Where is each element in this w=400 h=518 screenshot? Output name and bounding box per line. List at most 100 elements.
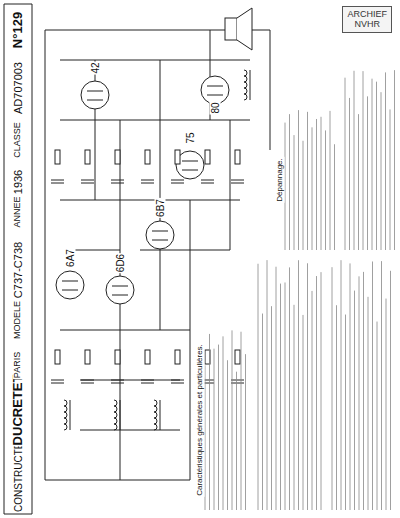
wire [230,120,231,250]
section-heading: Dépannage. [276,157,285,203]
tube-grid [182,161,198,162]
tube-symbol [56,271,84,299]
section-heading: Caractéristiques générales et particuliè… [196,343,205,497]
text-line [294,135,295,250]
text-line [285,282,286,510]
coil-core [70,400,71,430]
capacitor-plate [201,180,214,181]
class-code: AD707003 [12,61,24,115]
tube-symbol [146,221,174,249]
text-line [372,79,373,250]
wire [60,200,240,201]
coil [244,70,247,76]
tube-plate [152,240,168,241]
text-line [262,314,263,510]
capacitor-plate [141,383,154,384]
coil [244,76,247,82]
tube-symbol [81,81,109,109]
header-field: PARIS [13,351,23,379]
tube-plate [112,295,128,296]
tube-symbol [201,76,229,104]
capacitor-plate [111,183,124,184]
wire [45,480,190,481]
tube-symbol [176,151,204,179]
resistor-symbol [85,350,90,364]
resistor-symbol [235,150,240,164]
text-line [390,271,391,510]
wire [60,330,190,331]
text-line [276,267,277,510]
text-line [368,297,369,510]
text-line [345,78,346,250]
capacitor-plate [141,180,154,181]
text-line [227,360,228,510]
stamp-text: NVHR [347,19,387,29]
text-line [394,70,395,250]
capacitor-plate [111,180,124,181]
resistor-symbol [145,350,150,364]
tube-label: 6A7 [65,248,76,268]
text-line [303,315,304,510]
resistor-symbol [115,350,120,364]
capacitor-plate [141,183,154,184]
coil [114,400,117,406]
text-line [316,276,317,510]
tube-grid [207,86,223,87]
text-line [298,260,299,510]
capacitor-plate [111,380,124,381]
capacitor-plate [171,183,184,184]
text-line [359,276,360,510]
text-line [363,71,364,250]
capacitor-plate [231,383,244,384]
speaker-cone [237,8,252,50]
capacitor-plate [81,183,94,184]
text-line [312,291,313,510]
text-line [218,345,219,510]
model-number: C737-C738 [12,241,24,299]
text-line [307,263,308,510]
wire [190,200,191,480]
header-rule [4,514,32,515]
header-rule [4,4,32,5]
stamp-text: ARCHIEF [347,9,387,19]
coil [114,412,117,418]
header-rule [4,4,5,514]
tube-label: 6D6 [115,253,126,273]
capacitor-plate [231,380,244,381]
tube-label: 42 [90,61,101,74]
text-line [354,71,355,250]
text-line [345,315,346,510]
capacitor-plate [111,383,124,384]
tube-plate [182,170,198,171]
coil [64,412,67,418]
text-line [321,117,322,250]
text-line [289,114,290,250]
text-line [205,365,206,510]
capacitor-plate [231,180,244,181]
text-line [372,261,373,510]
text-line [271,306,272,510]
text-line [214,349,215,510]
year: 1936 [12,169,24,195]
text-line [285,123,286,250]
text-line [245,354,246,510]
speaker-symbol [225,18,237,40]
text-line [350,263,351,510]
resistor-symbol [205,150,210,164]
capacitor-plate [51,180,64,181]
text-columns [205,70,395,510]
text-line [303,141,304,250]
resistor-symbol [55,150,60,164]
sheet-number: N°129 [11,11,25,49]
coil [244,94,247,100]
wire [160,60,161,330]
tube-label: 6B7 [155,198,166,218]
coil [154,424,157,430]
tube-plate [207,95,223,96]
resistor-symbol [55,350,60,364]
capacitor-plate [81,380,94,381]
coil [64,424,67,430]
text-line [367,96,368,250]
text-line [209,334,210,510]
tube-grid [112,286,128,287]
